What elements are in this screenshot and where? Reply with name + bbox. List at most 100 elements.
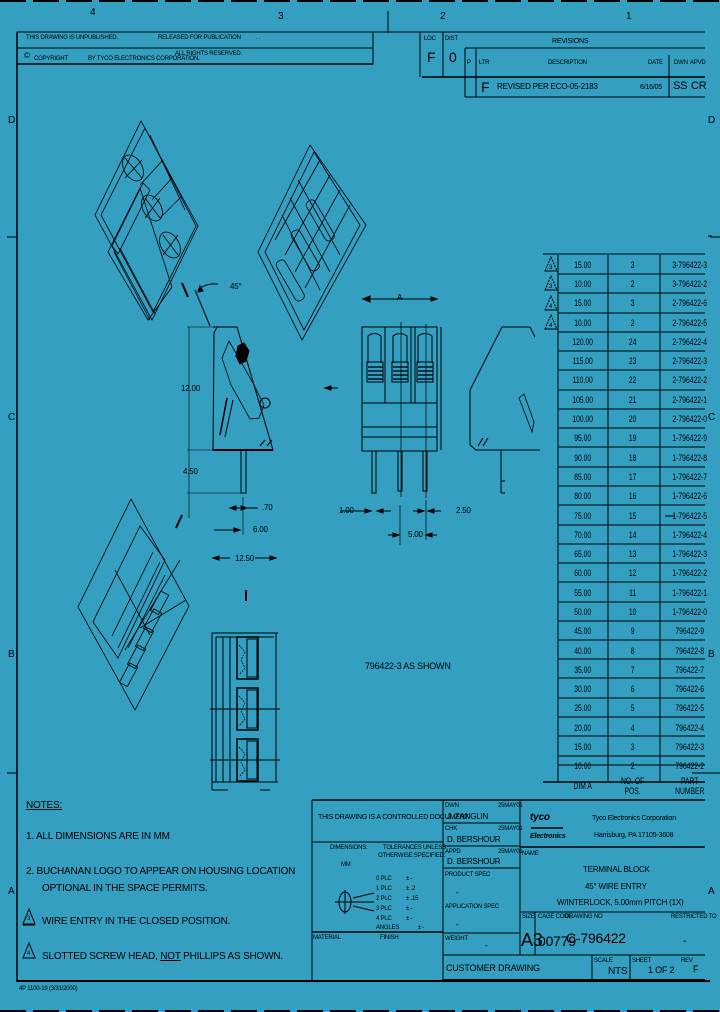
positions-cell: 5: [631, 703, 635, 714]
zone-row-left-d: D: [8, 115, 16, 126]
zone-row-right-a: A: [708, 886, 715, 897]
drawing-title-line-3: W/INTERLOCK, 5.00mm PITCH (1X): [557, 898, 684, 907]
part-number-cell: 1-796422-7: [672, 471, 707, 482]
logo-electronics: Electronics: [530, 833, 566, 840]
dim-a-cell: 30.00: [574, 684, 592, 695]
zone-col-2: 2: [440, 11, 446, 22]
part-number-cell: 796422-5: [675, 703, 704, 714]
positions-cell: 19: [629, 433, 637, 444]
dim-a-cell: 20.00: [574, 722, 592, 733]
dim-pitch: 5.00: [408, 530, 423, 539]
loc-label: LOC: [424, 36, 436, 42]
rev-label: REV: [681, 958, 693, 964]
part-number-cell: 2-796422-0: [672, 414, 707, 425]
sheet-value: 1 OF 2: [648, 965, 675, 975]
as-shown-label: 796422-3 AS SHOWN: [365, 661, 451, 671]
dim-pin-length: 4.50: [183, 467, 198, 476]
appd-name: D. BERSHOUR: [447, 857, 501, 866]
revision-flag-3-icon: [544, 256, 558, 272]
note-2-line-2: OPTIONAL IN THE SPACE PERMITS.: [42, 883, 208, 894]
otherwise-specified-label: OTHERWISE SPECIFIED:: [378, 853, 446, 859]
part-number-cell: 1-796422-8: [672, 452, 707, 463]
dim-a-cell: 85.00: [574, 471, 592, 482]
part-number-cell: 796422-8: [675, 645, 704, 656]
copyright-owner: BY TYCO ELECTRONICS CORPORATION.: [88, 56, 200, 62]
released-value: . .: [256, 35, 261, 41]
zone-col-4: 4: [90, 7, 96, 18]
copyright-icon: ©: [24, 51, 30, 60]
dim-a-cell: 45.00: [574, 626, 592, 637]
positions-cell: 21: [629, 394, 637, 405]
zone-col-3: 3: [278, 11, 284, 22]
positions-cell: 6: [631, 684, 635, 695]
positions-cell: 4: [631, 722, 635, 733]
rev-value: F: [693, 964, 699, 974]
positions-cell: 3: [631, 742, 635, 753]
note-4: SLOTTED SCREW HEAD, NOT PHILLIPS AS SHOW…: [42, 952, 283, 962]
dim-a-cell: 70.00: [574, 529, 592, 540]
revision-ltr: F: [481, 79, 490, 95]
revision-apvd: CR: [691, 80, 707, 92]
drawing-no-label: DRAWING NO: [565, 914, 603, 920]
notes-title: NOTES:: [26, 800, 63, 811]
rev-col-dwn: DWN: [674, 60, 688, 66]
dim-pin-dia: 1.00: [339, 506, 354, 515]
chk-name: D. BERSHOUR: [447, 835, 501, 844]
dim-a-cell: 115.00: [572, 356, 593, 367]
finish-label: FINISH: [380, 935, 399, 941]
positions-cell: 8: [631, 645, 635, 656]
header-part-number: PART NUMBER: [674, 776, 704, 797]
positions-cell: 23: [629, 356, 637, 367]
dim-depth: 12.50: [235, 554, 255, 563]
logo-tyco: tyco: [530, 812, 550, 823]
zone-row-right-b: B: [708, 649, 715, 660]
part-number-cell: 2-796422-4: [672, 336, 707, 347]
positions-cell: 16: [629, 491, 637, 502]
flag-label: 4: [549, 304, 553, 310]
dim-a-cell: 15.00: [574, 742, 592, 753]
tol-value: ± -: [406, 876, 413, 882]
positions-cell: 13: [629, 549, 637, 560]
tol-value: ± .2: [406, 886, 416, 892]
dim-pin-offset: 6.00: [253, 525, 268, 534]
released-for-publication-label: RELEASED FOR PUBLICATION: [158, 35, 241, 41]
dim-a-cell: 100.00: [572, 414, 594, 425]
weight-value: -: [485, 941, 488, 950]
note-4-post: PHILLIPS AS SHOWN.: [180, 951, 283, 962]
dim-a-cell: 35.00: [574, 664, 592, 675]
dim-a-cell: 15.00: [574, 298, 592, 309]
copyright-year: -: [62, 56, 64, 62]
application-spec-label: APPLICATION SPEC: [445, 904, 500, 910]
dim-a-cell: 120.00: [572, 336, 594, 347]
dwn-label: DWN: [445, 803, 459, 809]
positions-cell: 2: [631, 761, 635, 772]
dim-height: 12.00: [181, 384, 201, 393]
part-number-cell: 1-796422-1: [672, 587, 707, 598]
table-row: 85.00 17 1-796422-7: [558, 467, 720, 486]
positions-cell: 17: [629, 471, 637, 482]
chk-date: 25MAY01: [498, 826, 523, 832]
company-address: Harrisburg, PA 17105-3608: [594, 832, 674, 839]
positions-cell: 3: [631, 298, 635, 309]
dim-a-cell: 55.00: [574, 587, 592, 598]
sheet-label: SHEET: [632, 958, 652, 964]
dim-a-cell: 40.00: [574, 645, 592, 656]
